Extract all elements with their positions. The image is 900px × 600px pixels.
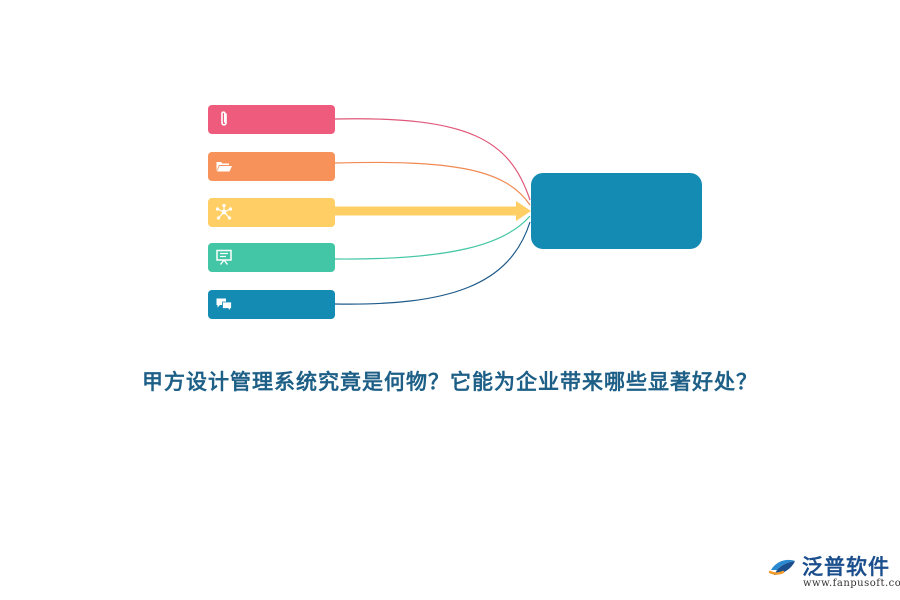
diagram-item-1 <box>208 105 335 134</box>
brand-name: 泛普软件 <box>802 555 890 579</box>
presentation-board-icon <box>216 249 232 265</box>
connector-line-1 <box>334 118 531 201</box>
connector-line-5 <box>334 221 531 305</box>
diagram-center-node <box>531 173 702 249</box>
folder-open-icon <box>216 162 232 172</box>
page-title: 甲方设计管理系统究竟是何物？它能为企业带来哪些显著好处？ <box>142 369 758 394</box>
brand-logo-icon <box>768 559 795 575</box>
chat-bubbles-icon <box>216 298 232 312</box>
connector-line-4 <box>334 215 531 260</box>
brand-url: www.fanpusoft.com <box>803 578 900 589</box>
diagram-item-5 <box>208 290 335 319</box>
connector-line-2 <box>334 161 531 206</box>
network-icon <box>215 203 233 220</box>
connector-arrowhead <box>516 201 531 221</box>
paperclip-icon <box>221 111 227 126</box>
diagram-item-2 <box>208 152 335 181</box>
diagram-item-4 <box>208 243 335 272</box>
diagram-item-3 <box>208 198 335 227</box>
